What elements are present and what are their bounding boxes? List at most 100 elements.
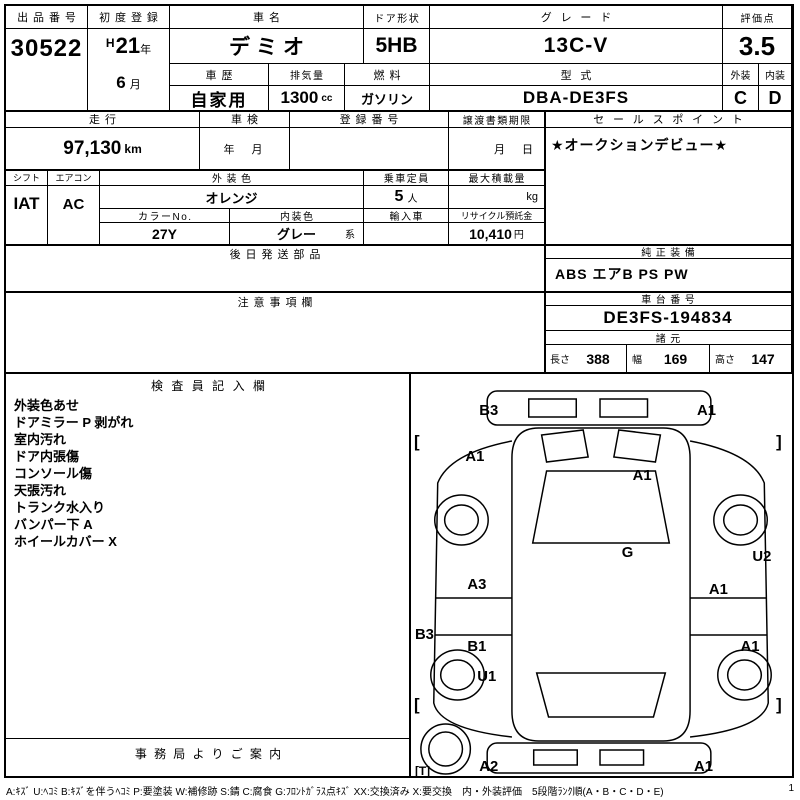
inspector-panel: 検査員記入欄 外装色あせドアミラー P 剥がれ室内汚れドア内張傷コンソール傷天張… <box>6 373 410 776</box>
car-outline <box>420 390 772 775</box>
shift-value: IAT <box>6 186 48 245</box>
damage-mark: ] <box>776 695 782 714</box>
spare-tire <box>420 723 472 775</box>
rear-right-wheel <box>717 649 772 701</box>
mileage-value: 97,130 km <box>6 128 200 170</box>
recycle-amount: 10,410 <box>469 225 512 242</box>
defect-line: コンソール傷 <box>14 466 93 481</box>
chassis-number-label: 車台番号 <box>545 292 792 306</box>
damage-mark: A2 <box>479 758 498 775</box>
damage-mark: [T] <box>415 764 430 776</box>
max-load-value: kg <box>449 186 545 209</box>
capacity-value: 5 人 <box>364 186 449 209</box>
damage-mark: A1 <box>465 448 484 465</box>
history-value: 自家用 <box>170 86 269 111</box>
width-cell: 幅 169 <box>627 345 710 373</box>
exterior-color-value: オレンジ <box>100 186 364 209</box>
damage-mark: A1 <box>709 581 728 598</box>
length-label: 長さ <box>550 355 570 366</box>
damage-mark: ] <box>776 432 782 451</box>
office-divider <box>6 738 410 739</box>
rear-right-wheel-hub <box>726 659 763 691</box>
history-label: 車歴 <box>170 64 269 86</box>
equipment-value: ABS エアB PS PW <box>545 259 792 292</box>
interior-color-suffix: 系 <box>345 230 355 241</box>
legend-text: A:ｷｽﾞ U:ﾍｺﾐ B:ｷｽﾞを伴うﾍｺﾐ P:要塗装 W:補修跡 S:錆 … <box>6 787 664 798</box>
recycle-deposit-label: リサイクル預託金 <box>449 209 545 223</box>
car-name-label: 車名 <box>170 6 364 29</box>
office-label: 事務局よりご案内 <box>134 747 289 761</box>
import-car-value <box>364 223 449 245</box>
front-bumper <box>486 390 712 426</box>
left-side-panel <box>433 440 513 738</box>
height-cell: 高さ 147 <box>710 345 792 373</box>
door-shape-label: ドア形状 <box>364 6 430 29</box>
length-cell: 長さ 388 <box>545 345 627 373</box>
damage-mark: U2 <box>752 548 771 565</box>
mileage-number: 97,130 <box>63 137 122 159</box>
aircon-value: AC <box>48 186 100 245</box>
registration-number-value <box>290 128 449 170</box>
front-left-wheel <box>433 494 489 546</box>
rear-plate-right <box>599 749 645 766</box>
fuel-label: 燃料 <box>345 64 430 86</box>
later-parts-label: 後日発送部品 <box>229 249 326 261</box>
inspection-label: 車検 <box>200 111 290 128</box>
defect-line: 外装色あせ <box>14 398 80 413</box>
section-vline-2 <box>409 372 411 776</box>
color-number-label: カラーNo. <box>100 209 230 223</box>
rear-left-wheel <box>430 649 485 701</box>
defect-line: 天張汚れ <box>14 483 67 498</box>
displacement-unit: cc <box>321 92 333 104</box>
fuel-value: ガソリン <box>345 86 430 111</box>
mileage-unit: km <box>124 141 142 156</box>
defect-line: バンパー下 A <box>14 517 93 532</box>
height-label: 高さ <box>715 355 735 366</box>
page-number: 1 <box>788 783 794 794</box>
specs-label: 諸元 <box>545 331 792 345</box>
shift-label: シフト <box>6 170 48 186</box>
rear-left-wheel-hub <box>439 659 476 691</box>
damage-mark: B1 <box>467 638 486 655</box>
month-unit: 月 <box>129 79 141 91</box>
rear-window <box>535 672 667 718</box>
front-left-wheel-hub <box>443 504 480 536</box>
width-label: 幅 <box>632 355 642 366</box>
damage-mark: B3 <box>415 626 434 643</box>
exterior-color-label: 外装色 <box>100 170 364 186</box>
damage-mark: A1 <box>633 467 652 484</box>
spare-tire-hub <box>428 731 464 767</box>
interior-color-value: グレー 系 <box>230 223 364 245</box>
damage-mark: A1 <box>741 638 760 655</box>
damage-mark: A1 <box>697 402 716 419</box>
capacity-unit: 人 <box>407 193 418 205</box>
interior-grade-label: 内装 <box>759 64 792 86</box>
front-plate-left <box>528 398 578 418</box>
score-value: 3.5 <box>723 29 792 64</box>
later-parts-box: 後日発送部品 <box>6 245 545 292</box>
defect-line: ホイールカバー X <box>14 534 117 549</box>
aircon-label: エアコン <box>48 170 100 186</box>
headlight-right <box>612 429 662 463</box>
section-line-5 <box>6 372 792 374</box>
first-registration-value: H 21 年 6 月 <box>88 29 170 111</box>
damage-mark: G <box>622 544 634 561</box>
section-vline-1 <box>544 110 546 373</box>
interior-grade-value: D <box>759 86 792 111</box>
equipment-label: 純正装備 <box>545 245 792 259</box>
score-label: 評価点 <box>723 6 792 29</box>
right-side-panel <box>689 440 769 738</box>
defect-line: ドアミラー P 剥がれ <box>14 415 134 430</box>
model-code-value: DBA-DE3FS <box>430 86 723 111</box>
transfer-deadline-label: 譲渡書類期限 <box>449 111 545 128</box>
lot-number-label: 出品番号 <box>6 6 88 29</box>
displacement-number: 1300 <box>280 88 319 107</box>
section-line-4 <box>6 291 792 293</box>
windshield <box>531 470 671 544</box>
notes-label: 注意事項欄 <box>237 297 318 309</box>
first-registration-label: 初度登録 <box>88 6 170 29</box>
rear-plate-left <box>532 749 578 766</box>
displacement-value: 1300 cc <box>269 86 345 111</box>
